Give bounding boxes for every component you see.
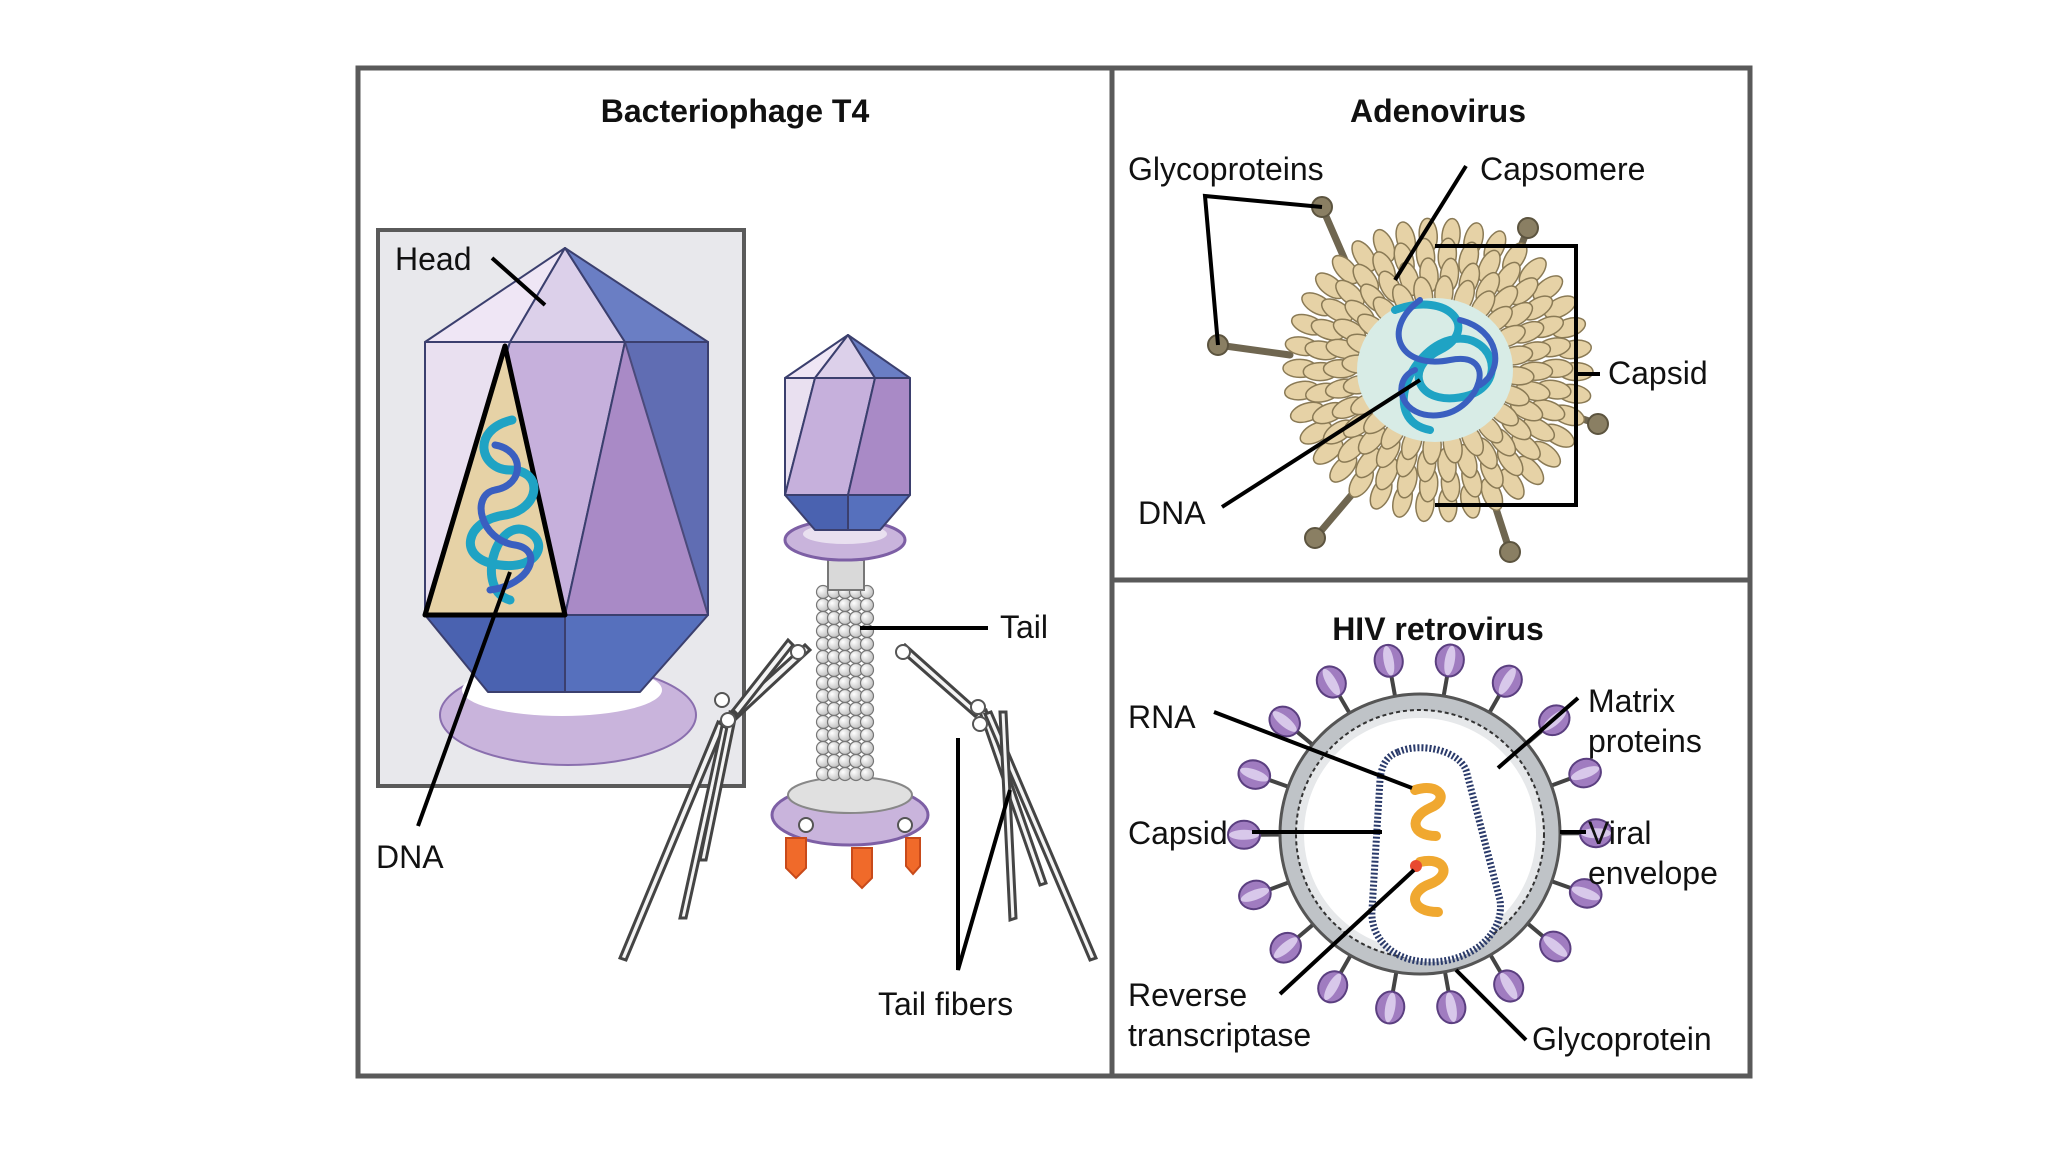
t4-neck xyxy=(827,559,865,591)
tail-sheath-bead xyxy=(859,727,875,743)
t4-tail-fibers xyxy=(617,637,1099,962)
glycoprotein-spike xyxy=(1434,643,1465,699)
hiv-capsid xyxy=(1368,744,1504,966)
hiv-label-rna: RNA xyxy=(1128,699,1196,735)
t4-label-head: Head xyxy=(395,241,472,277)
capsomere xyxy=(1522,416,1556,442)
panel-adenovirus: Adenovirus Glycoproteins xyxy=(1128,93,1708,563)
hiv-leader-rna xyxy=(1213,710,1413,790)
hiv-leader-matrix xyxy=(1496,696,1580,770)
tail-sheath-bead xyxy=(859,675,875,691)
adeno-fiber-knobs xyxy=(1207,196,1609,563)
tail-sheath-bead xyxy=(859,766,875,782)
tail-sheath-bead xyxy=(859,714,875,730)
glycoprotein-spike xyxy=(1227,819,1283,850)
capsomere xyxy=(1355,447,1382,479)
adeno-title: Adenovirus xyxy=(1350,93,1526,129)
adeno-label-capsomere: Capsomere xyxy=(1480,151,1645,187)
glycoprotein-spike xyxy=(1548,757,1602,789)
glycoprotein-spike xyxy=(1269,921,1316,964)
t4-title: Bacteriophage T4 xyxy=(601,93,870,129)
t4-whole-phage xyxy=(617,334,1099,962)
glycoprotein-spike xyxy=(1549,878,1603,909)
glycoprotein-spike xyxy=(1238,879,1292,911)
panel-hiv-retrovirus: HIV retrovirus RNA Matrix proteins Capsi… xyxy=(1128,611,1718,1057)
glycoprotein-spike xyxy=(1486,664,1523,716)
hiv-label-rt-2: transcriptase xyxy=(1128,1017,1311,1053)
glycoprotein-spike xyxy=(1524,920,1572,963)
tail-sheath-bead xyxy=(859,701,875,717)
glycoprotein-spike xyxy=(1375,969,1406,1025)
panel-bacteriophage-t4: Bacteriophage T4 xyxy=(376,93,1099,1022)
glycoprotein-spike xyxy=(1315,665,1353,716)
hiv-glycoprotein-spikes xyxy=(1227,643,1613,1025)
adeno-leader-dna xyxy=(1220,378,1422,509)
hiv-label-glycoprotein: Glycoprotein xyxy=(1532,1021,1712,1057)
t4-tail-sheath xyxy=(815,584,875,782)
t4-tail-pins xyxy=(785,837,921,890)
adeno-label-glycoproteins: Glycoproteins xyxy=(1128,151,1324,187)
adeno-label-capsid: Capsid xyxy=(1608,355,1708,391)
adeno-dna xyxy=(1391,297,1499,434)
t4-dna-strand xyxy=(466,415,544,605)
tail-sheath-bead xyxy=(859,740,875,756)
hiv-leader-glycoprotein xyxy=(1454,968,1528,1042)
tail-sheath-bead xyxy=(859,649,875,665)
t4-head-small xyxy=(784,334,911,531)
t4-leader-tail-fibers xyxy=(956,738,1012,971)
tail-sheath-bead xyxy=(859,662,875,678)
adeno-leader-capsomere xyxy=(1393,164,1468,282)
t4-fiber-joints xyxy=(714,644,988,732)
hiv-leader-rt xyxy=(1278,868,1416,996)
tail-sheath-bead xyxy=(859,597,875,613)
hiv-label-matrix-1: Matrix xyxy=(1588,683,1675,719)
hiv-label-rt-1: Reverse xyxy=(1128,977,1247,1013)
t4-baseplate xyxy=(770,776,930,847)
t4-dna-strand-2 xyxy=(477,441,535,594)
tail-sheath-bead xyxy=(859,753,875,769)
hiv-rna xyxy=(1410,783,1449,917)
t4-label-dna: DNA xyxy=(376,839,444,875)
t4-label-tail-fibers: Tail fibers xyxy=(878,986,1013,1022)
glycoprotein-spike xyxy=(1373,643,1404,699)
t4-label-tail: Tail xyxy=(1000,609,1048,645)
tail-sheath-bead xyxy=(859,636,875,652)
glycoprotein-spike xyxy=(1436,969,1467,1025)
glycoprotein-spike xyxy=(1317,952,1354,1004)
hiv-label-matrix-2: proteins xyxy=(1588,723,1702,759)
capsomere xyxy=(1499,468,1525,500)
t4-leader-dna xyxy=(416,571,512,827)
hiv-title: HIV retrovirus xyxy=(1332,611,1544,647)
glycoprotein-spike xyxy=(1268,705,1316,748)
tail-sheath-bead xyxy=(859,610,875,626)
capsomere xyxy=(1320,298,1354,324)
hiv-label-envelope-1: Viral xyxy=(1588,815,1651,851)
adeno-label-dna: DNA xyxy=(1138,495,1206,531)
hiv-label-envelope-2: envelope xyxy=(1588,855,1718,891)
adeno-leader-glycoproteins xyxy=(1202,193,1323,346)
tail-sheath-bead xyxy=(859,688,875,704)
glycoprotein-spike xyxy=(1487,952,1525,1003)
t4-leader-head xyxy=(490,256,547,307)
glycoprotein-spike xyxy=(1237,759,1291,790)
capsomere xyxy=(1351,240,1377,272)
capsomere xyxy=(1494,261,1521,293)
hiv-label-capsid: Capsid xyxy=(1128,815,1228,851)
